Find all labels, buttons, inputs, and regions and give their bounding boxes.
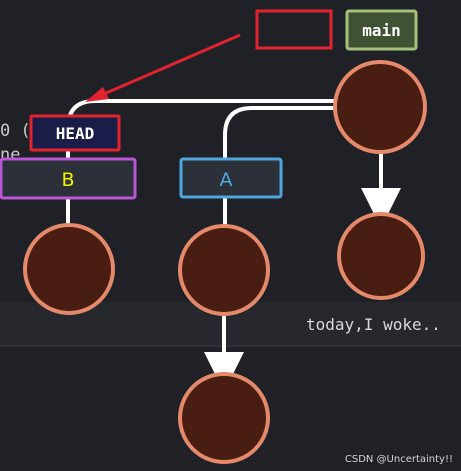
- watermark-text: CSDN @Uncertainty!!: [345, 454, 453, 465]
- main-branch-label: main: [362, 21, 401, 40]
- head-label-box: [29, 114, 121, 152]
- b-branch-label: B: [61, 169, 74, 191]
- pointer-arrow-line: [96, 33, 241, 99]
- commit-a-child: [178, 372, 270, 464]
- left-fragment-line-1: 0 (: [0, 121, 31, 141]
- a-branch-label: A: [220, 169, 233, 191]
- head-label: HEAD: [56, 124, 95, 143]
- pointer-arrow-head: [85, 87, 109, 102]
- b-branch-label-box: [0, 157, 137, 200]
- commit-b: [23, 223, 115, 315]
- empty-red-box: [255, 9, 333, 50]
- commit-a: [178, 224, 270, 316]
- main-branch-label-box: [345, 9, 418, 51]
- branch-edge-main-to-a: [223, 106, 379, 228]
- commit-message-text: today,I woke..: [306, 315, 441, 334]
- a-branch-label-box: [179, 157, 283, 199]
- commit-main-child: [337, 212, 425, 300]
- commit-main: [333, 60, 427, 154]
